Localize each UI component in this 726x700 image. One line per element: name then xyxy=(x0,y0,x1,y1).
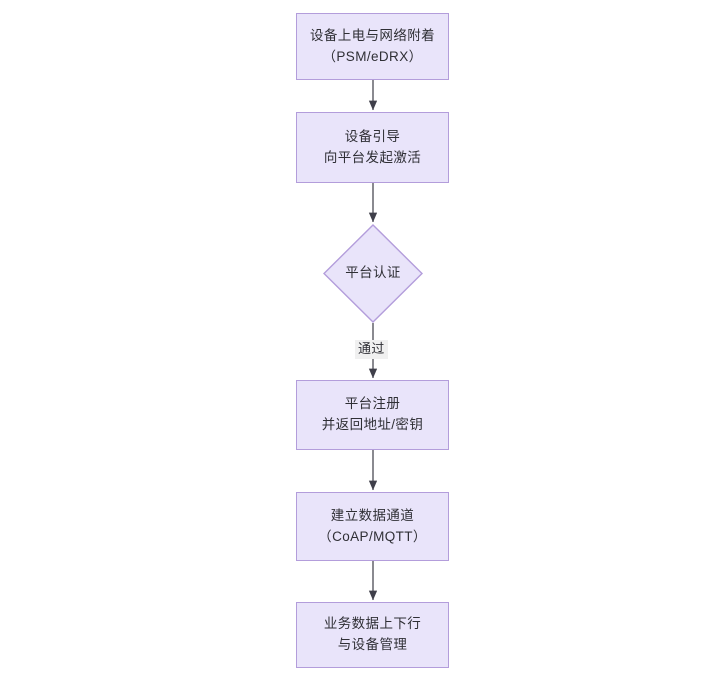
node-business-data-management[interactable]: 业务数据上下行 与设备管理 xyxy=(296,602,449,668)
node-platform-registration[interactable]: 平台注册 并返回地址/密钥 xyxy=(296,380,449,450)
node-label-line: （PSM/eDRX） xyxy=(322,48,423,64)
node-label-line: （CoAP/MQTT） xyxy=(318,528,427,544)
node-label-line: 设备引导 xyxy=(344,128,401,144)
node-label-line: 平台注册 xyxy=(344,396,401,412)
node-label-line: 建立数据通道 xyxy=(330,507,415,523)
node-device-power-on[interactable]: 设备上电与网络附着 （PSM/eDRX） xyxy=(296,13,449,80)
node-data-channel[interactable]: 建立数据通道 （CoAP/MQTT） xyxy=(296,492,449,561)
node-label-line: 设备上电与网络附着 xyxy=(309,27,436,43)
node-device-bootstrap[interactable]: 设备引导 向平台发起激活 xyxy=(296,112,449,183)
node-platform-authentication[interactable]: 平台认证 xyxy=(323,224,423,323)
node-label-line: 平台认证 xyxy=(345,265,401,281)
edge-label-pass: 通过 xyxy=(355,340,388,359)
node-label-line: 与设备管理 xyxy=(337,637,408,652)
node-label-line: 向平台发起激活 xyxy=(323,149,422,165)
node-label-line: 并返回地址/密钥 xyxy=(321,417,424,432)
diamond-shape-icon xyxy=(323,224,423,323)
node-label-line: 业务数据上下行 xyxy=(323,616,422,632)
